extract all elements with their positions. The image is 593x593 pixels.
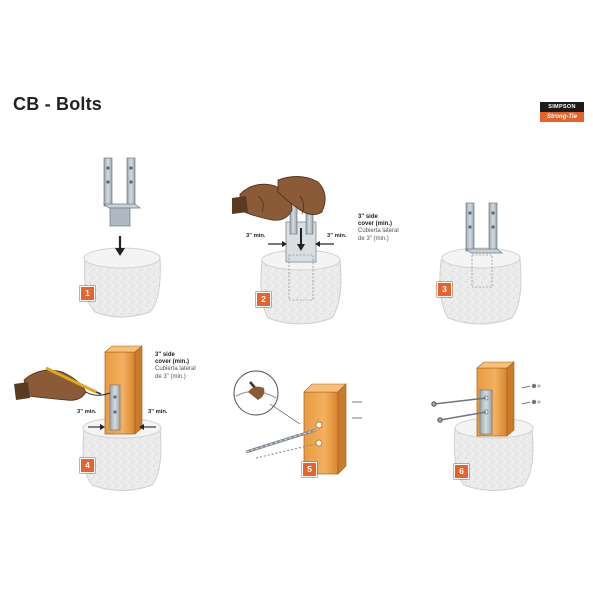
panel-4-post-marking bbox=[14, 345, 162, 491]
side-cover-en-line1: 3" side bbox=[155, 352, 175, 358]
panel-2-hands-setting-bracket bbox=[232, 176, 342, 325]
side-cover-es-line2: de 3" (min.) bbox=[358, 235, 389, 242]
step-badge-5: 5 bbox=[302, 462, 317, 477]
step-badge-3: 3 bbox=[437, 282, 452, 297]
panel-4-side-cover-note: 3" side cover (min.) Cubierta lateral de… bbox=[155, 352, 196, 381]
step-badge-2: 2 bbox=[256, 292, 271, 307]
step-badge-6: 6 bbox=[454, 464, 469, 479]
logo-brand-top: SIMPSON bbox=[540, 102, 584, 112]
step-badge-4: 4 bbox=[80, 458, 95, 473]
panel-2-side-cover-note: 3" side cover (min.) Cubierta lateral de… bbox=[358, 214, 399, 243]
panel-5-drilling-post bbox=[233, 370, 362, 475]
side-cover-en-line1: 3" side bbox=[358, 214, 378, 220]
panel-6-bolts-installed bbox=[431, 361, 541, 491]
step-badge-1: 1 bbox=[80, 286, 95, 301]
side-cover-en-line2: cover (min.) bbox=[155, 359, 190, 366]
panel-4-dim-left: 3" min. bbox=[77, 409, 97, 415]
panel-2-dim-right: 3" min. bbox=[327, 233, 347, 239]
panel-1-bracket-into-concrete bbox=[83, 157, 161, 318]
page-title: CB - Bolts bbox=[13, 94, 102, 114]
side-cover-en-line2: cover (min.) bbox=[358, 221, 393, 228]
side-cover-es-line1: Cubierta lateral bbox=[358, 228, 399, 235]
logo-brand-bottom: Strong-Tie bbox=[540, 112, 584, 122]
panel-3-bracket-set-in-concrete bbox=[439, 202, 522, 325]
side-cover-es-line2: de 3" (min.) bbox=[155, 373, 186, 380]
simpson-strong-tie-logo: SIMPSON Strong-Tie bbox=[540, 102, 584, 122]
side-cover-es-line1: Cubierta lateral bbox=[155, 366, 196, 373]
panel-4-dim-right: 3" min. bbox=[148, 409, 168, 415]
panel-2-dim-left: 3" min. bbox=[246, 233, 266, 239]
